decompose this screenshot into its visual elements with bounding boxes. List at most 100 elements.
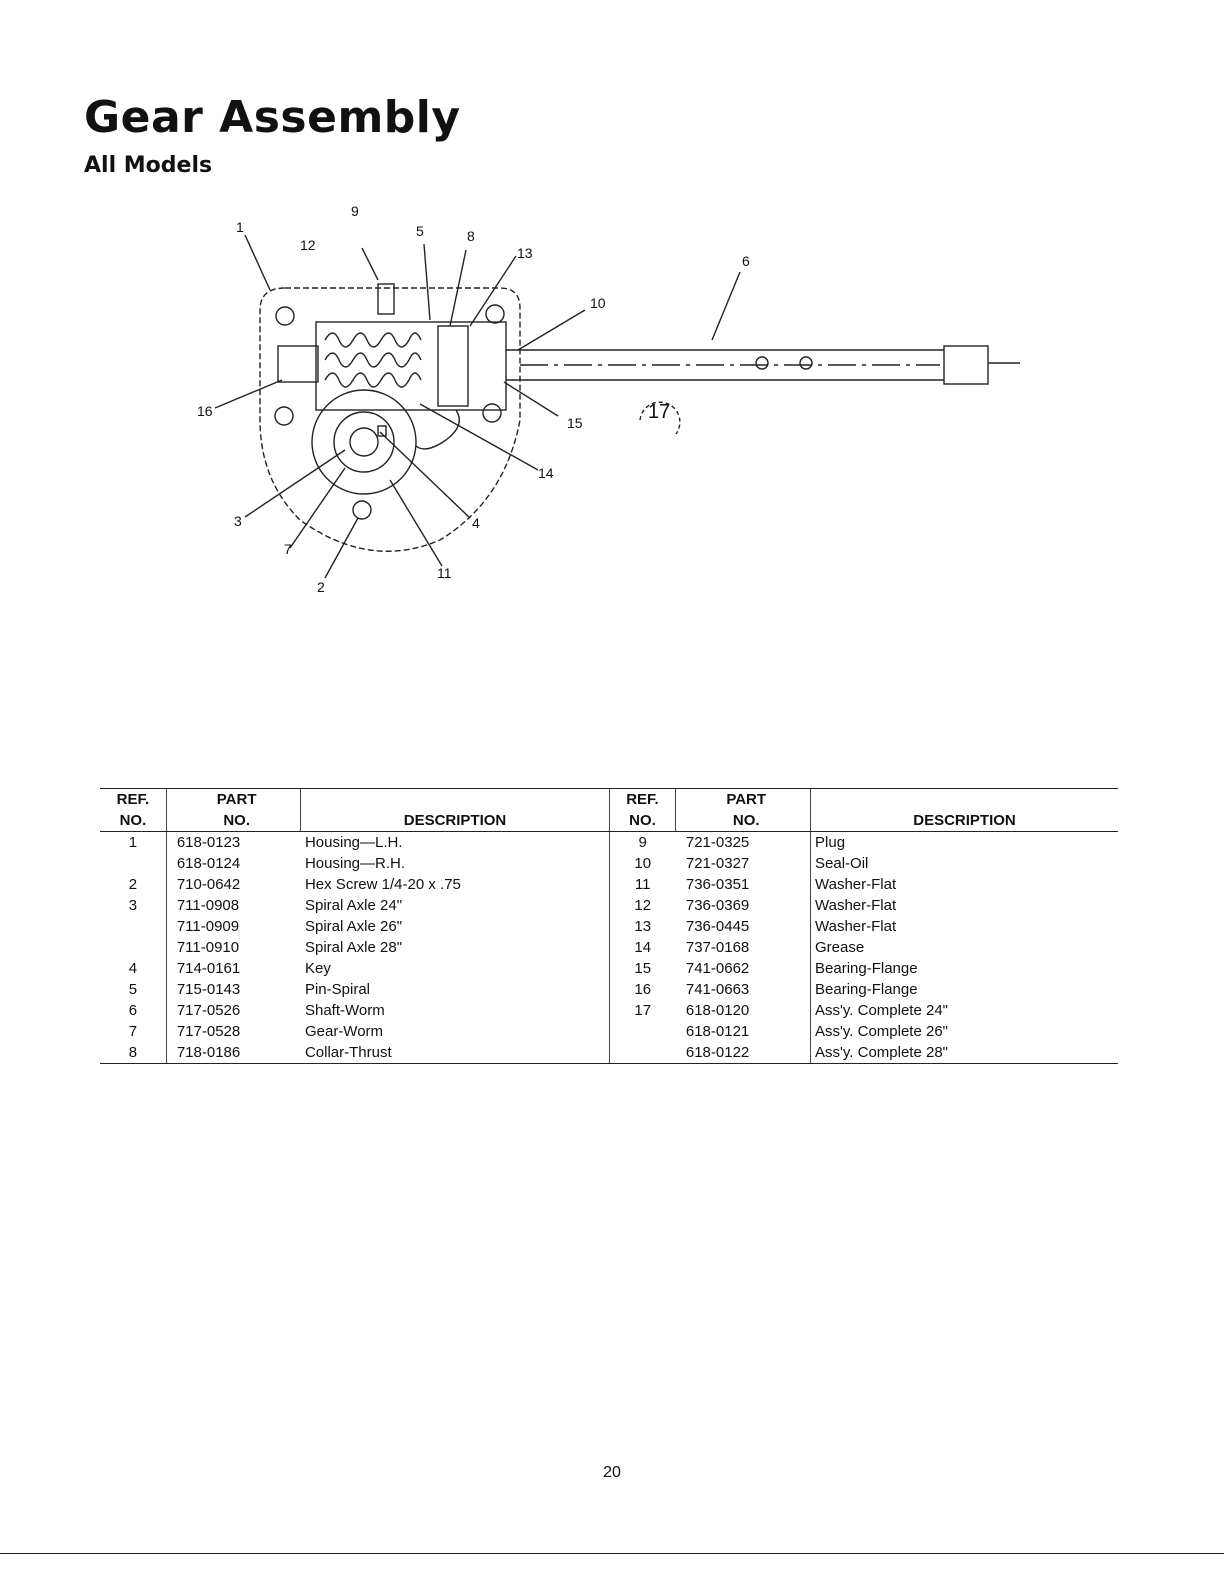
callout-1: 1: [236, 219, 244, 235]
ref-cell: 13: [608, 916, 676, 937]
description-cell: Washer-Flat: [810, 916, 1118, 937]
callout-15: 15: [567, 415, 583, 431]
ref-cell: [100, 853, 166, 874]
ref-header: NO.: [608, 810, 676, 832]
callout-4: 4: [472, 515, 480, 531]
part-cell: 711-0909: [165, 916, 301, 937]
ref-header: REF.: [100, 788, 167, 810]
part-cell: 737-0168: [685, 939, 750, 956]
description-cell: Washer-Flat: [810, 895, 1118, 916]
ref-header: REF.: [608, 788, 676, 810]
ref-cell: 4: [128, 960, 138, 977]
callout-9: 9: [351, 203, 359, 219]
table-row: 618-0124 Housing—R.H. 10 721-0327 Seal-O…: [100, 853, 1118, 874]
description-cell: Housing—R.H.: [304, 855, 406, 872]
table-row: 5 715-0143 Pin-Spiral 16 741-0663 Bearin…: [100, 979, 1118, 1000]
description-cell: Key: [304, 960, 331, 977]
description-header: DESCRIPTION: [810, 810, 1118, 832]
table-row: 711-0910 Spiral Axle 28" 14 737-0168 Gre…: [100, 937, 1118, 958]
part-header: NO.: [675, 810, 811, 832]
part-cell: 717-0526: [165, 1000, 301, 1021]
description-cell: Spiral Axle 28": [304, 939, 403, 956]
description-cell: Ass'y. Complete 26": [810, 1021, 1118, 1042]
ref-cell: 8: [100, 1042, 167, 1064]
description-cell: Spiral Axle 26": [304, 918, 403, 935]
description-cell: Spiral Axle 24": [304, 897, 403, 914]
part-cell: 715-0143: [165, 979, 301, 1000]
ref-cell: 11: [608, 874, 676, 895]
ref-cell: [100, 937, 166, 958]
ref-cell: 17: [608, 1000, 676, 1021]
description-cell: Bearing-Flange: [810, 958, 1118, 979]
part-cell: 714-0161: [165, 958, 301, 979]
part-cell: 741-0662: [685, 960, 750, 977]
table-header-row: REF. PART REF. PART: [100, 788, 1118, 810]
table-row: 6 717-0526 Shaft-Worm 17 618-0120 Ass'y.…: [100, 1000, 1118, 1021]
callout-5: 5: [416, 223, 424, 239]
part-cell: 618-0120: [685, 1002, 750, 1019]
page-title: Gear Assembly: [84, 92, 461, 143]
description-cell: Bearing-Flange: [810, 979, 1118, 1000]
ref-cell: 5: [128, 981, 138, 998]
callout-3: 3: [234, 513, 242, 529]
callout-12: 12: [300, 237, 316, 253]
table-row: 711-0909 Spiral Axle 26" 13 736-0445 Was…: [100, 916, 1118, 937]
description-cell: Washer-Flat: [810, 874, 1118, 895]
description-cell: Hex Screw 1/4-20 x .75: [304, 876, 461, 893]
description-cell: Housing—L.H.: [304, 834, 403, 851]
page-number: 20: [603, 1464, 621, 1481]
part-cell: 618-0124: [165, 853, 301, 874]
ref-cell: 6: [128, 1002, 138, 1019]
callout-11: 11: [437, 565, 452, 581]
ref-cell: 14: [608, 937, 676, 958]
callout-17: 17: [648, 401, 670, 423]
ref-cell: 16: [608, 979, 676, 1000]
ref-cell: 15: [608, 958, 676, 979]
description-header: DESCRIPTION: [300, 810, 610, 832]
part-header: NO.: [165, 810, 301, 832]
ref-header: NO.: [100, 810, 167, 832]
part-header: PART: [165, 788, 301, 810]
part-cell: 618-0121: [685, 1023, 750, 1040]
parts-table: REF. PART REF. PART NO. NO. DESCRIPTION …: [100, 788, 1118, 1064]
bottom-divider: [0, 1553, 1224, 1554]
table-row: 2 710-0642 Hex Screw 1/4-20 x .75 11 736…: [100, 874, 1118, 895]
ref-cell: 7: [128, 1023, 138, 1040]
callout-2: 2: [317, 579, 325, 595]
part-cell: 736-0445: [685, 918, 750, 935]
ref-cell: 9: [608, 831, 676, 853]
description-cell: Shaft-Worm: [304, 1002, 385, 1019]
part-cell: 721-0327: [685, 855, 750, 872]
description-header: [810, 788, 1118, 810]
page-subtitle: All Models: [84, 153, 213, 178]
description-cell: Ass'y. Complete 24": [810, 1000, 1118, 1021]
part-cell: 721-0325: [685, 834, 750, 851]
part-cell: 710-0642: [165, 874, 301, 895]
part-cell: 736-0369: [685, 897, 750, 914]
part-cell: 717-0528: [165, 1021, 301, 1042]
part-cell: 618-0122: [675, 1042, 811, 1064]
callout-6: 6: [742, 253, 750, 269]
description-cell: Ass'y. Complete 28": [810, 1042, 1118, 1064]
description-cell: Grease: [810, 937, 1118, 958]
table-row: 8 718-0186 Collar-Thrust 618-0122 Ass'y.…: [100, 1042, 1118, 1064]
gear-assembly-diagram: 1 2 3 4 5 6 7 8 9 10 11 12 13 14 15 16 1…: [197, 203, 1020, 595]
table-row: 7 717-0528 Gear-Worm 618-0121 Ass'y. Com…: [100, 1021, 1118, 1042]
table-header-row: NO. NO. DESCRIPTION NO. NO. DESCRIPTION: [100, 810, 1118, 832]
table-row: 1 618-0123 Housing—L.H. 9 721-0325 Plug: [100, 831, 1118, 853]
description-cell: Collar-Thrust: [300, 1042, 610, 1064]
ref-cell: 1: [128, 834, 138, 851]
callout-16: 16: [197, 403, 213, 419]
description-header: [300, 788, 610, 810]
ref-cell: [100, 916, 166, 937]
table-row: 4 714-0161 Key 15 741-0662 Bearing-Flang…: [100, 958, 1118, 979]
ref-cell: [608, 1042, 676, 1064]
description-cell: Seal-Oil: [810, 853, 1118, 874]
callout-14: 14: [538, 465, 554, 481]
part-cell: 711-0908: [165, 895, 301, 916]
table-row: 3 711-0908 Spiral Axle 24" 12 736-0369 W…: [100, 895, 1118, 916]
part-cell: 736-0351: [685, 876, 750, 893]
ref-cell: [608, 1021, 676, 1042]
part-header: PART: [675, 788, 811, 810]
callout-8: 8: [467, 228, 475, 244]
